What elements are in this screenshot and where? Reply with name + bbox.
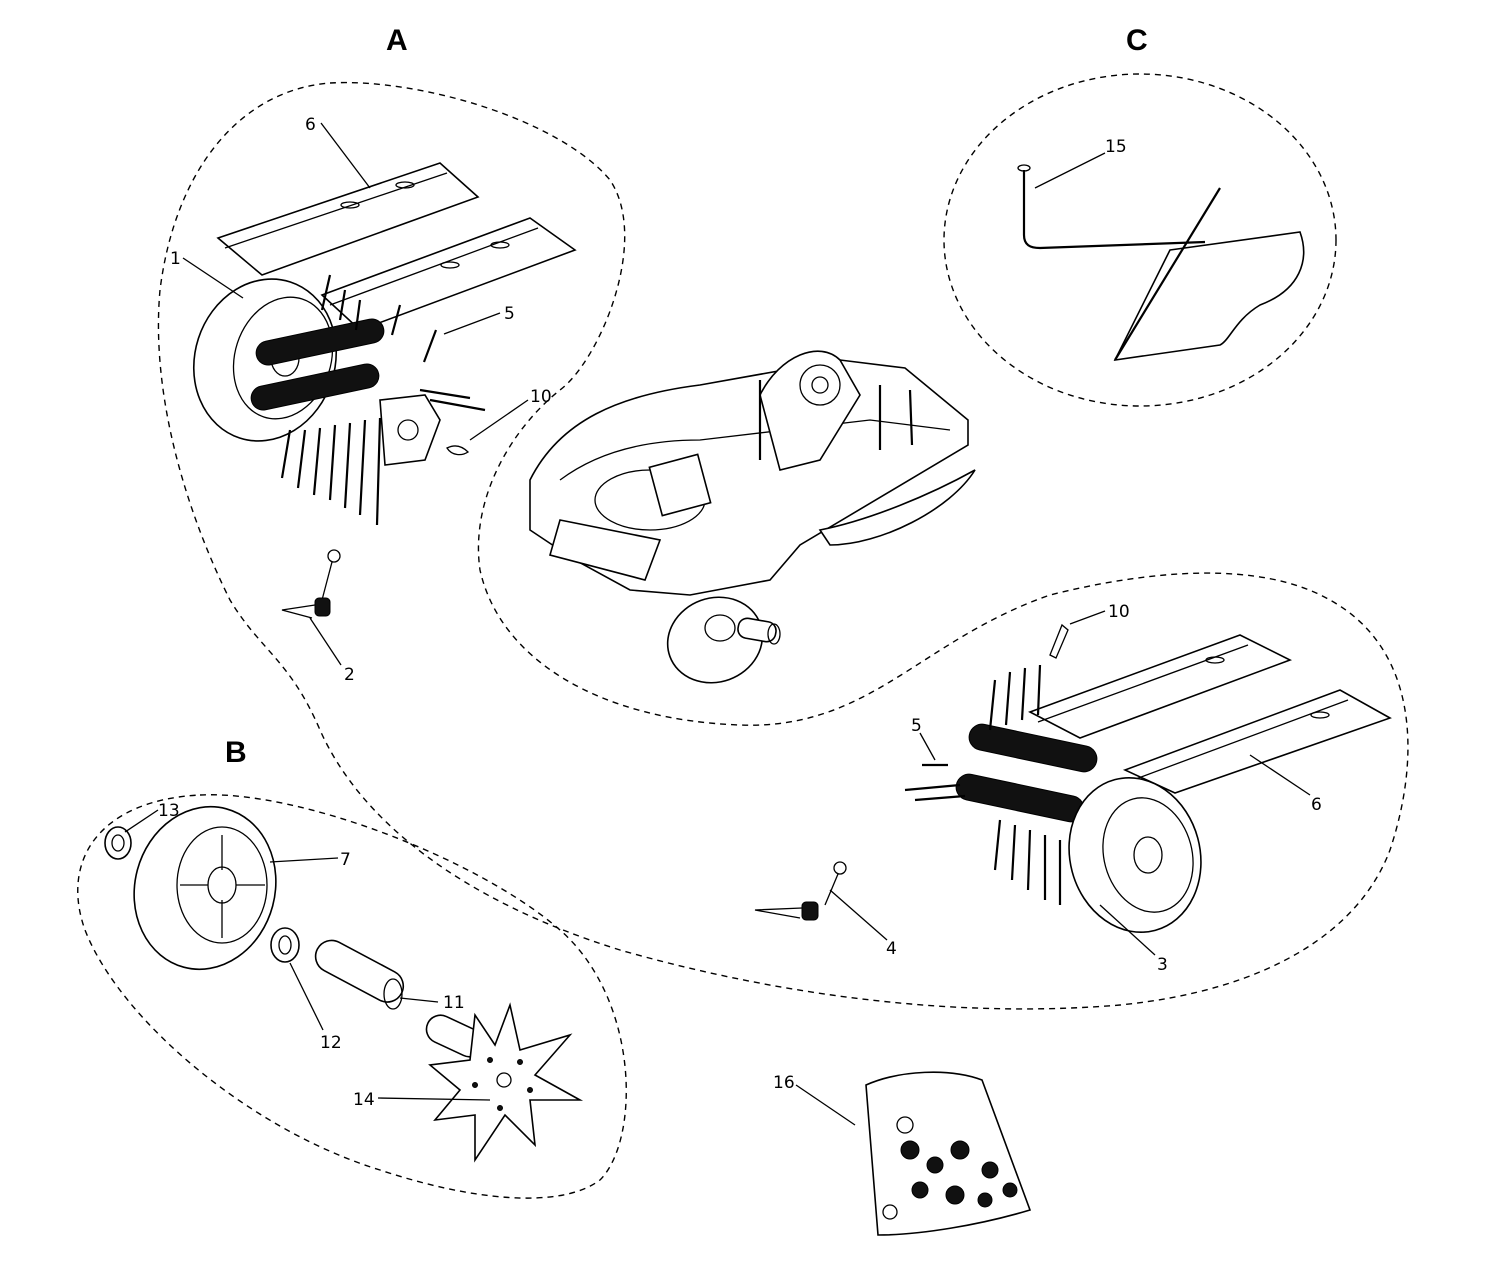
group-label-c: C (1126, 24, 1148, 57)
callout-12: 12 (320, 1033, 342, 1053)
part-5-pin-left (422, 329, 438, 363)
callout-14: 14 (353, 1090, 375, 1110)
callout-5-right: 5 (911, 716, 922, 736)
callout-6-left: 6 (305, 115, 316, 135)
leader-lines (124, 122, 1311, 1126)
callout-1: 1 (170, 249, 181, 269)
group-a-outline (157, 81, 1409, 1010)
callout-2: 2 (344, 665, 355, 685)
callout-6-right: 6 (1311, 795, 1322, 815)
callout-11: 11 (443, 993, 465, 1013)
mower-deck-body (529, 350, 976, 596)
part-10-clip-right (1049, 623, 1069, 659)
part-12-ring (270, 927, 300, 963)
callout-15: 15 (1105, 137, 1127, 157)
callout-3: 3 (1157, 955, 1168, 975)
callout-7: 7 (340, 850, 351, 870)
part-7-wheel (133, 805, 277, 971)
callout-16: 16 (773, 1073, 795, 1093)
part-3-wheel-rake-assembly (904, 664, 1202, 933)
callout-5-left: 5 (504, 304, 515, 324)
callout-10-left: 10 (530, 387, 552, 407)
part-10-clip-left (446, 445, 470, 456)
axle-wheel (666, 596, 781, 684)
part-2-spring (281, 549, 341, 619)
part-1-wheel-rake-assembly (192, 274, 486, 526)
part-6-scarifier-plates-left (216, 162, 577, 331)
part-6-scarifier-plates-right (1028, 634, 1392, 794)
group-label-a: A (386, 24, 408, 57)
part-16-hardware-bag (865, 1071, 1032, 1236)
group-c-outline (943, 73, 1337, 407)
part-11-bushing (314, 939, 405, 1010)
part-13-washer (104, 826, 132, 860)
part-15-handle-and-plate (1017, 164, 1305, 362)
callout-4: 4 (886, 939, 897, 959)
part-14-spiked-wheel (425, 1002, 584, 1163)
part-4-spring (754, 861, 847, 921)
group-b-outline (77, 794, 627, 1199)
callout-10-right: 10 (1108, 602, 1130, 622)
group-label-b: B (225, 736, 247, 769)
callout-13: 13 (158, 801, 180, 821)
